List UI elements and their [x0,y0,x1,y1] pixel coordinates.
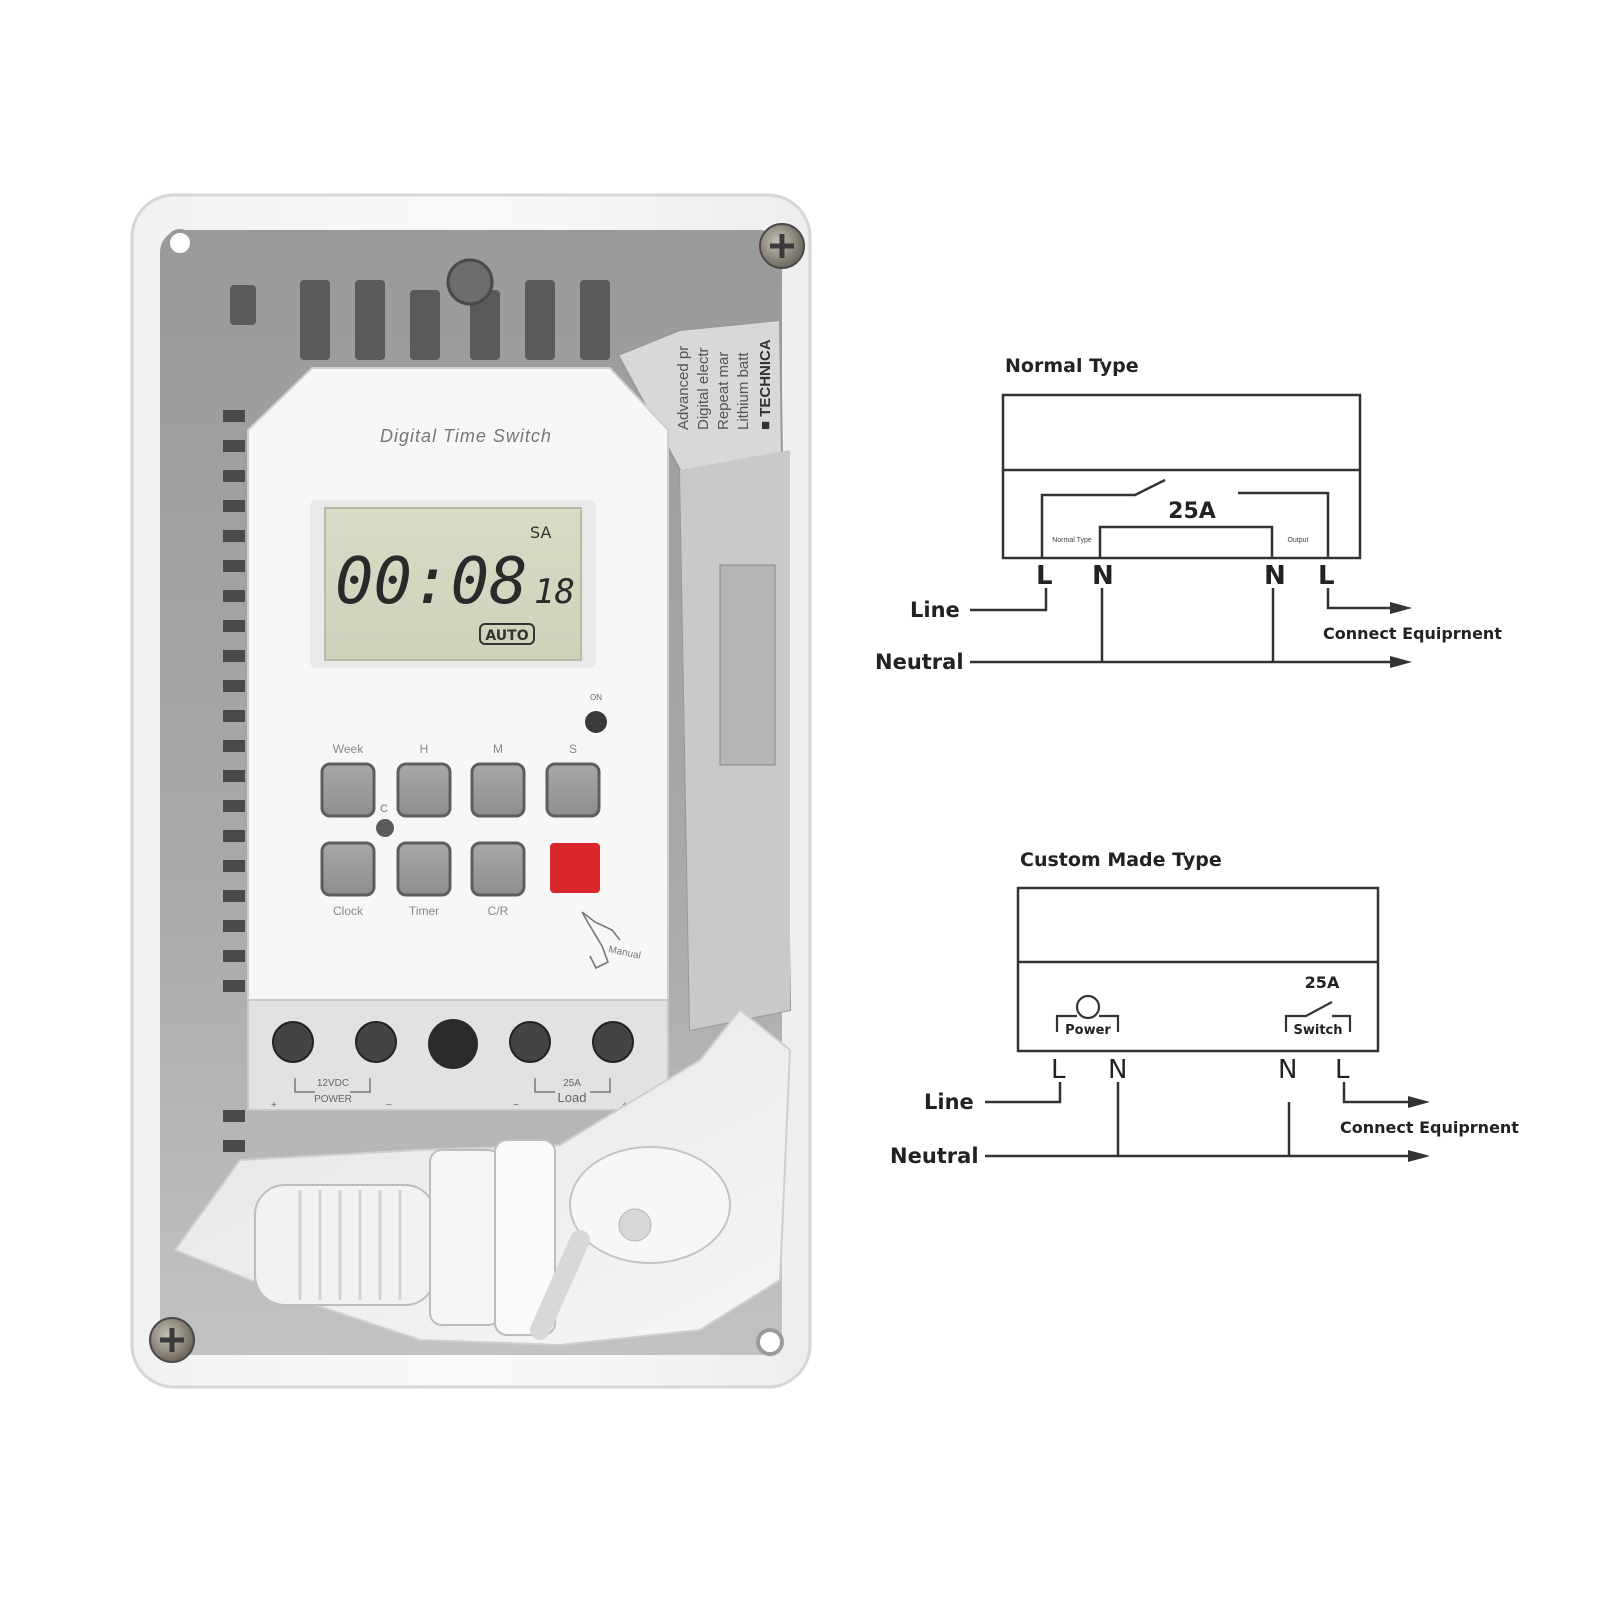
button-row-top [320,762,601,818]
normal-type-switch [1040,478,1330,558]
custom-output-arrow [1408,1096,1430,1108]
manual-line-5: ■ TECHNICA [757,339,774,430]
manual-line-3: Repeat mar [715,352,732,430]
terminal-screw-2 [355,1021,397,1063]
terminal-screw-4 [592,1021,634,1063]
normal-connect-label: Connect Equiprnent [1323,624,1502,643]
normal-line-wire [970,588,1048,612]
terminal-plus-left: + [271,1100,277,1111]
btn-label-h: H [420,742,429,756]
terminal-block: + − 12VDC POWER − + 25A Load [247,999,669,1111]
custom-connect-label: Connect Equiprnent [1340,1118,1519,1137]
corner-hole-top-left [166,229,194,257]
normal-type-rating: 25A [1168,499,1216,524]
terminal-power-line-1: 12VDC [317,1078,349,1089]
terminal-screw-3 [509,1021,551,1063]
terminal-load-line-2: Load [558,1090,587,1105]
terminal-screw-1 [272,1021,314,1063]
manual-line-1: Advanced pr [675,346,692,430]
btn-label-m: M [493,742,503,756]
center-screw [446,258,494,306]
normal-neutral-arrow [1390,656,1412,668]
custom-switch-symbol [1284,1001,1352,1032]
lcd-display: SA 00:08 18 AUTO [310,500,596,668]
lcd-mode: AUTO [485,628,528,644]
diagram-normal-type: Normal Type 25A Normal Type Output L N N… [875,355,1502,674]
custom-neutral-label: Neutral [890,1144,979,1168]
power-coil-symbol [1055,994,1120,1032]
reset-button[interactable] [376,819,394,837]
hand-pointer-icon [581,911,621,970]
custom-output-wire [1342,1082,1413,1104]
manual-line-4: Lithium batt [735,352,752,430]
normal-type-device-box [1001,393,1362,560]
custom-type-device-box [1016,886,1380,1053]
custom-line-label: Line [924,1090,974,1114]
terminal-minus-right: − [513,1100,519,1111]
btn-label-cr: C/R [488,904,509,918]
normal-output-arrow [1390,602,1412,614]
normal-line-label: Line [910,598,960,622]
lcd-day: SA [530,523,551,542]
corner-screw-top-right [759,223,805,269]
btn-label-timer: Timer [409,904,439,918]
brand-label: Digital Time Switch [380,426,552,446]
minute-button[interactable] [470,762,526,818]
terminal-power-line-2: POWER [314,1094,352,1105]
second-button[interactable] [545,762,601,818]
timer-module: Digital Time Switch SA 00:08 18 AUTO ON … [247,367,669,1111]
manual-line-2: Digital electr [695,347,712,430]
cr-button[interactable] [470,841,526,897]
normal-output-wire [1326,588,1395,610]
vent-slots-left [223,410,245,1152]
manual-button[interactable] [550,843,600,893]
corner-hole-bottom-right [756,1328,784,1356]
diagram-custom-type: Custom Made Type Power 25A Switch L N N … [890,849,1519,1168]
btn-label-s: S [569,742,577,756]
instruction-sheet: Advanced pr Digital electr Repeat mar Li… [616,318,792,1032]
mounting-bracket [530,1146,731,1340]
lcd-seconds: 18 [534,572,575,612]
custom-terminal-n1: N [1108,1055,1127,1085]
accessory-bag [173,1008,792,1347]
normal-terminal-n2: N [1264,561,1286,591]
normal-terminal-l1: L [1036,561,1053,591]
reset-label: C [380,803,388,815]
custom-neutral-arrow [1408,1150,1430,1162]
week-button[interactable] [320,762,376,818]
clock-button[interactable] [320,841,376,897]
lcd-time: 00:08 [335,545,528,619]
normal-neutral-label: Neutral [875,650,964,674]
custom-terminal-n2: N [1278,1055,1297,1085]
normal-type-terminal-right-label: Output [1287,537,1308,544]
btn-label-week: Week [333,742,364,756]
normal-terminal-n1: N [1092,561,1114,591]
normal-type-title: Normal Type [1005,355,1139,377]
custom-terminal-l2: L [1335,1055,1350,1085]
custom-line-wire [985,1082,1062,1104]
timer-button[interactable] [396,841,452,897]
terminal-load-line-1: 25A [563,1078,581,1089]
indicator-label: ON [590,693,602,702]
custom-type-title: Custom Made Type [1020,849,1222,871]
btn-label-clock: Clock [333,904,364,918]
custom-terminal-l1: L [1051,1055,1066,1085]
normal-terminal-l2: L [1318,561,1335,591]
lcd-mode-box [479,623,535,645]
terminal-minus-left: − [386,1100,392,1111]
button-row-bottom [320,841,600,897]
cable-gland [254,1139,556,1336]
terminal-hole-center [428,1019,478,1069]
corner-screw-bottom-left [149,1317,195,1363]
custom-rating: 25A [1305,973,1340,992]
mounting-rail [230,280,610,360]
hour-button[interactable] [396,762,452,818]
custom-power-label: Power [1065,1023,1111,1038]
custom-switch-label: Switch [1293,1023,1342,1038]
indicator-led [585,711,607,733]
normal-type-terminal-left-label: Normal Type [1052,537,1092,544]
